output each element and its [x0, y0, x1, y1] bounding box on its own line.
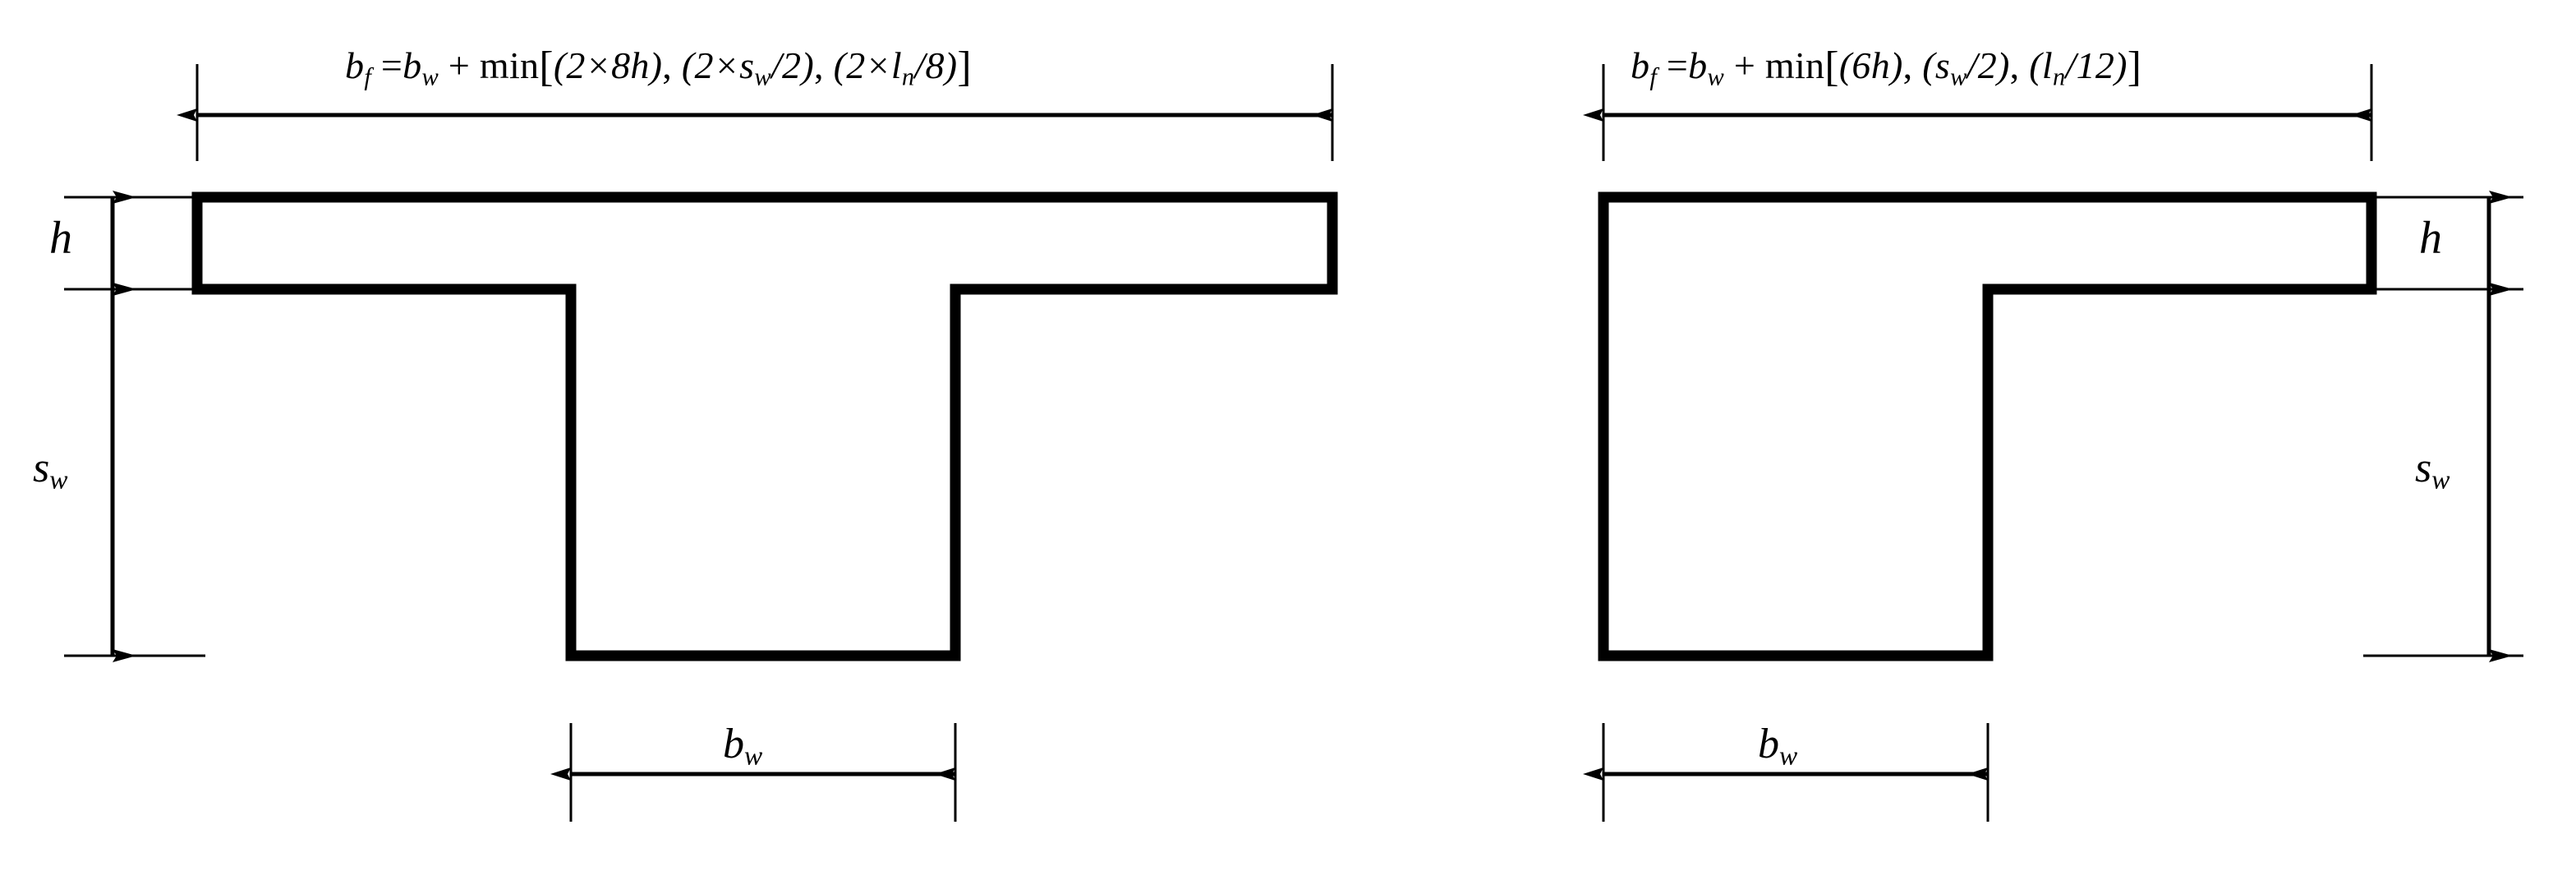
right-formula-comma2: , — [2009, 44, 2020, 86]
right-formula-equals: = — [1666, 44, 1689, 86]
left-bw-sub: w — [744, 740, 763, 772]
l-beam-outline — [1598, 191, 2377, 661]
left-formula-term1-sub: w — [421, 62, 439, 91]
left-formula-option1: (2×8h) — [553, 44, 663, 86]
right-formula-lhs-sub: f — [1649, 62, 1658, 91]
right-formula-option2: (s — [1922, 44, 1951, 86]
left-formula-option2-tail: /2) — [770, 44, 814, 86]
left-formula-min: min — [479, 44, 540, 86]
left-flange-width-dimension — [177, 64, 1334, 161]
right-formula-term1-sub: w — [1707, 62, 1724, 91]
left-formula-option3: (2×l — [833, 44, 902, 86]
left-formula-term1: b — [402, 44, 422, 86]
left-web-width-label: bw — [723, 723, 762, 770]
left-formula-option2-sub: w — [754, 62, 771, 91]
right-formula-option1: (6h) — [1838, 44, 1903, 86]
left-formula-equals: = — [380, 44, 403, 86]
right-web-width-label: bw — [1758, 723, 1797, 770]
left-formula-comma1: , — [662, 44, 673, 86]
right-flange-thickness-dimension — [2363, 191, 2523, 296]
left-spacing-dimension — [64, 283, 205, 662]
right-formula-option2-sub: w — [1950, 62, 1967, 91]
right-formula-min: min — [1764, 44, 1825, 86]
left-formula-bracket-open: [ — [539, 44, 554, 90]
right-bw-sub: w — [1779, 740, 1798, 772]
right-web-width-dimension — [1583, 723, 1990, 822]
left-formula-lhs-sub: f — [364, 62, 372, 91]
right-formula-bracket-open: [ — [1824, 44, 1839, 90]
right-formula-option3: (l — [2029, 44, 2053, 86]
right-flange-thickness-label: h — [2419, 215, 2442, 261]
left-flange-width-formula: bf =bw + min[(2×8h), (2×sw/2), (2×ln/8)] — [345, 46, 972, 90]
right-sw-text: s — [2415, 445, 2432, 491]
t-beam-outline — [191, 191, 1338, 661]
left-formula-option3-tail: /8) — [914, 44, 958, 86]
right-formula-option2-tail: /2) — [1966, 44, 2010, 86]
right-formula-lhs: b — [1631, 44, 1650, 86]
right-formula-option3-tail: /12) — [2065, 44, 2128, 86]
left-spacing-label: sw — [33, 447, 67, 494]
left-web-width-dimension — [550, 723, 957, 822]
right-formula-bracket-close: ] — [2127, 44, 2142, 90]
left-formula-comma2: , — [813, 44, 824, 86]
right-h-text: h — [2419, 213, 2442, 264]
right-formula-plus: + — [1733, 44, 1756, 86]
left-formula-option3-sub: n — [901, 62, 915, 91]
left-sw-sub: w — [49, 464, 68, 495]
left-sw-text: s — [33, 445, 50, 491]
left-flange-thickness-label: h — [49, 215, 72, 261]
left-bw-text: b — [723, 721, 744, 767]
left-flange-thickness-dimension — [64, 191, 205, 296]
left-formula-bracket-close: ] — [957, 44, 972, 90]
right-sw-sub: w — [2431, 464, 2450, 495]
left-h-text: h — [49, 213, 72, 264]
right-spacing-label: sw — [2415, 447, 2450, 494]
left-formula-plus: + — [448, 44, 471, 86]
right-bw-text: b — [1758, 721, 1779, 767]
right-formula-term1: b — [1688, 44, 1708, 86]
right-spacing-dimension — [2363, 283, 2523, 662]
right-flange-width-dimension — [1583, 64, 2373, 161]
right-formula-option3-sub: n — [2053, 62, 2066, 91]
right-flange-width-formula: bf =bw + min[(6h), (sw/2), (ln/12)] — [1631, 46, 2141, 90]
left-formula-option2: (2×s — [681, 44, 755, 86]
left-formula-lhs: b — [345, 44, 365, 86]
right-formula-comma1: , — [1902, 44, 1913, 86]
